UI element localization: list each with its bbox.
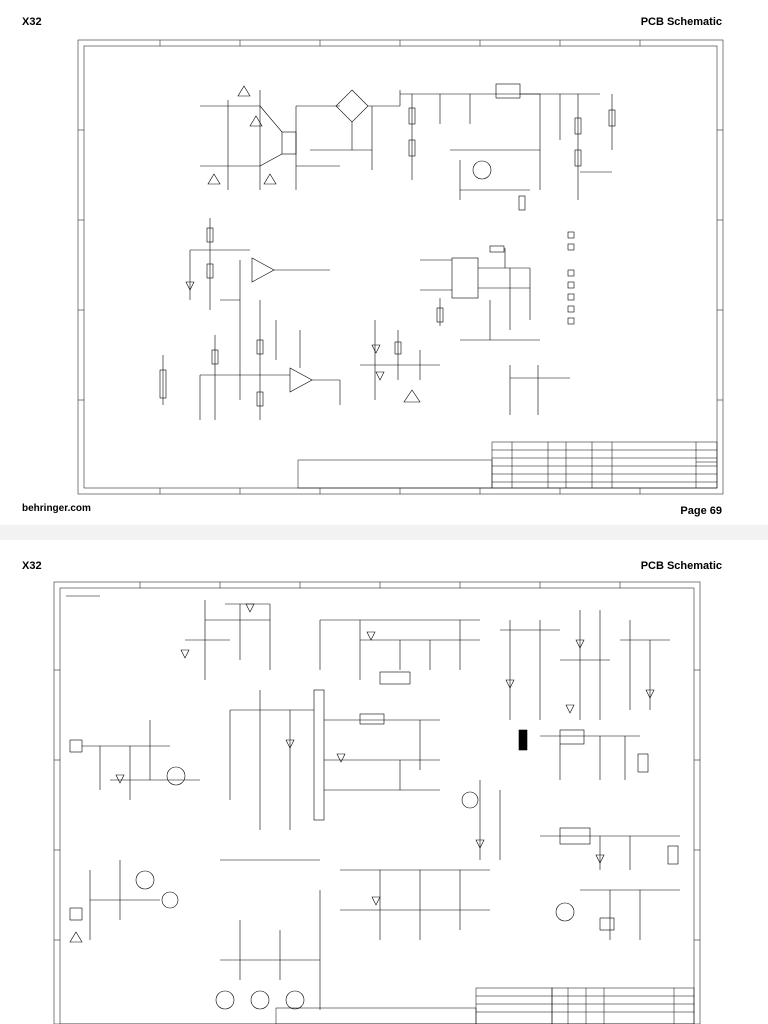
page-number: Page 69: [680, 505, 722, 517]
model-name: X32: [22, 560, 42, 572]
page-separator: [0, 525, 768, 540]
schematic-drawing: [77, 39, 724, 495]
brand-logo-text: behringer.com: [22, 503, 91, 514]
schematic-page-1: X32 PCB Schematic: [22, 16, 724, 517]
document-type: PCB Schematic: [640, 560, 722, 572]
schematic-drawing: [53, 581, 701, 1024]
model-name: X32: [22, 16, 42, 28]
schematic-page-2: X32 PCB Schematic: [0, 540, 768, 1024]
document-type: PCB Schematic: [640, 16, 722, 28]
